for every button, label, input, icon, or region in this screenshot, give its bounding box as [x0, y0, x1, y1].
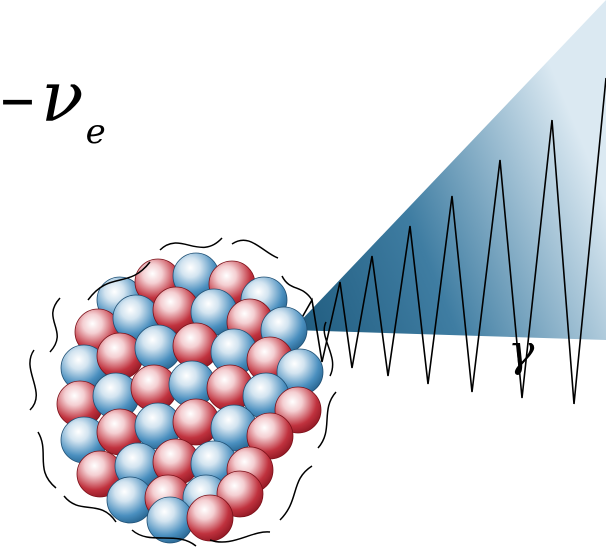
electron-neutrino-label: –νe: [0, 62, 106, 149]
nucleus: [56, 252, 324, 544]
neutron-sphere: [146, 496, 194, 544]
neutrino-subscript: e: [85, 112, 106, 152]
neutrino-symbol: ν: [41, 56, 84, 138]
neutrino-dash: –: [0, 56, 35, 138]
gamma-ray-cone: [292, 0, 606, 340]
gamma-wave: [295, 77, 606, 405]
gamma-label: γ: [508, 326, 535, 377]
nucleus-vibration-outline: [29, 237, 337, 547]
proton-sphere: [186, 494, 234, 542]
